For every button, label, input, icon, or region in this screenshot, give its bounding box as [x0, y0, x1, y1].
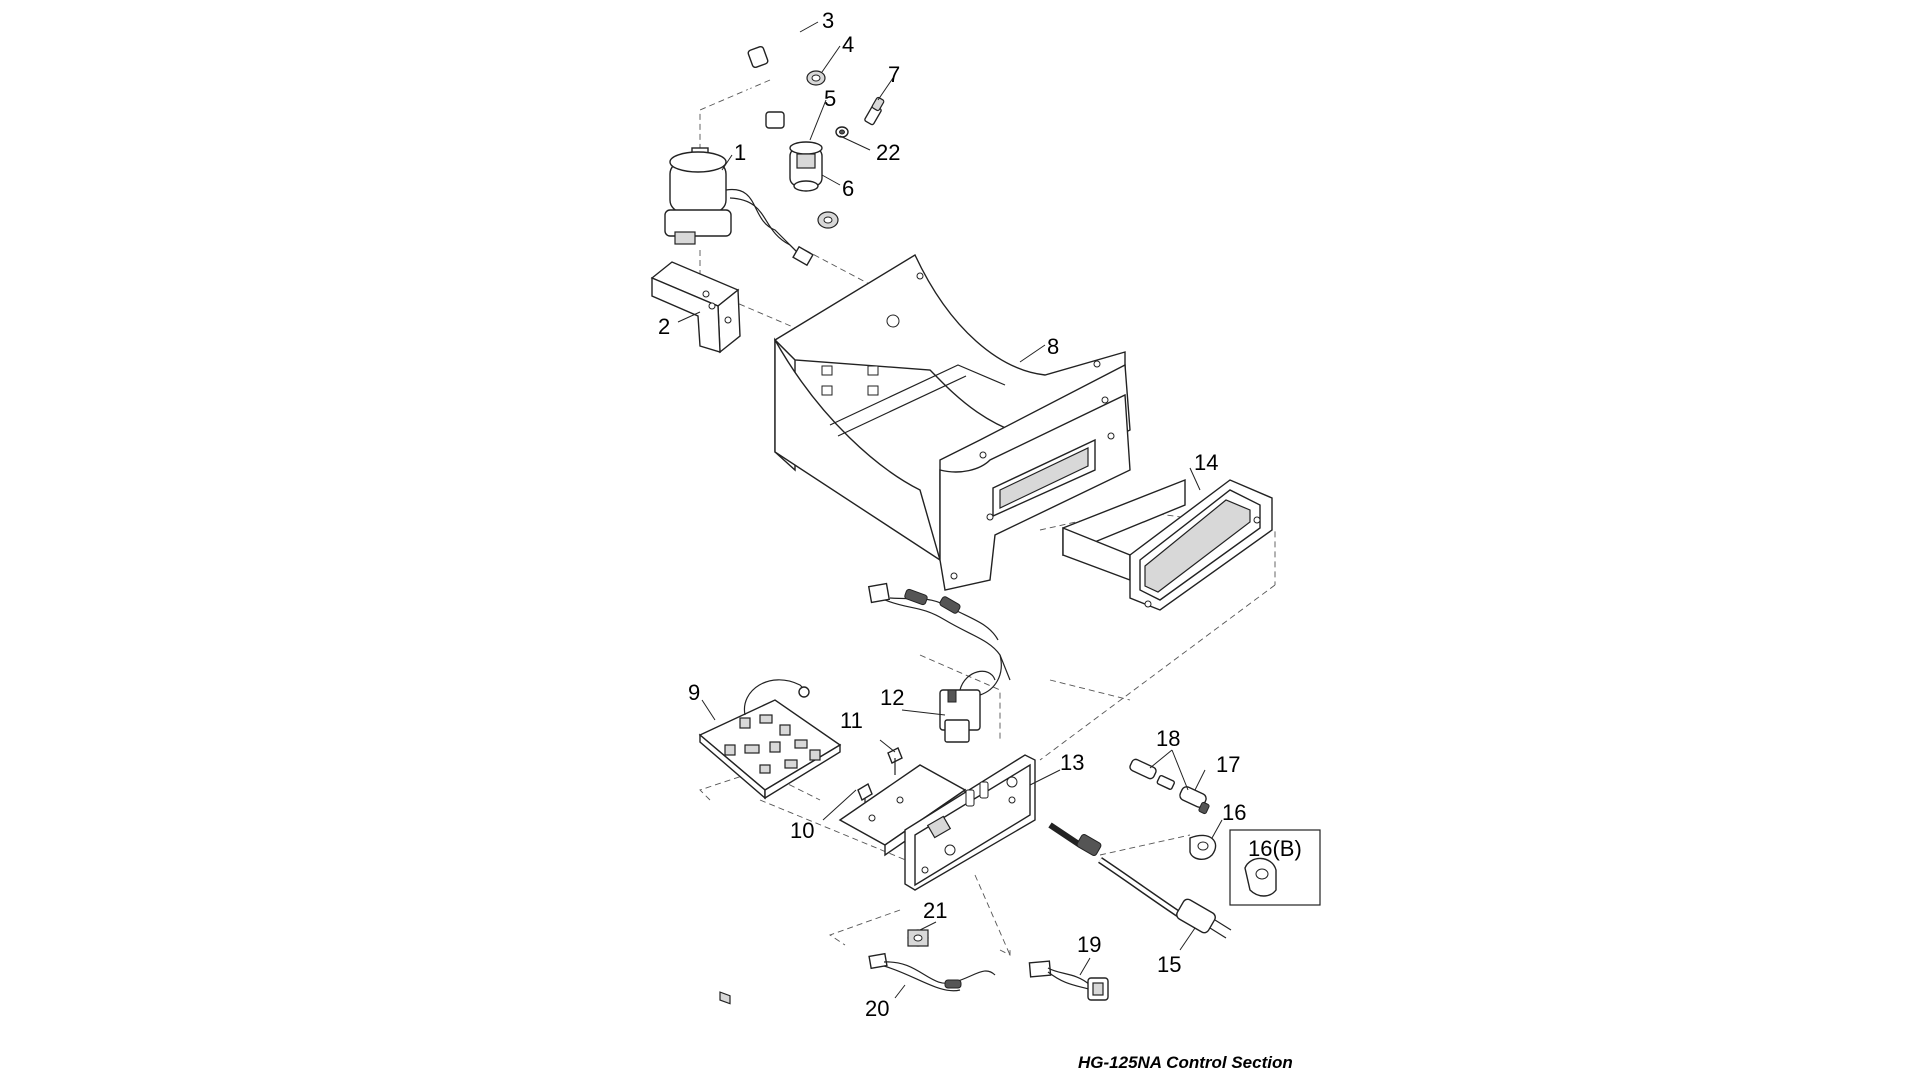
- callout-11: 11: [840, 708, 863, 733]
- callout-22: 22: [876, 140, 900, 165]
- part-12-relay: [939, 670, 996, 743]
- callout-13: 13: [1060, 750, 1084, 775]
- callout-4: 4: [842, 32, 854, 57]
- callout-1: 1: [734, 140, 746, 165]
- callout-12: 12: [880, 685, 904, 710]
- callout-20: 20: [865, 996, 889, 1021]
- callout-15: 15: [1157, 952, 1181, 977]
- part-1-solenoid-valve: [664, 147, 814, 267]
- part-7-fitting: [864, 96, 885, 126]
- callout-5: 5: [824, 86, 836, 111]
- callout-10: 10: [790, 818, 814, 843]
- callout-9: 9: [688, 680, 700, 705]
- callout-16b: 16(B): [1248, 836, 1302, 861]
- wire-harness: [867, 582, 1011, 696]
- callout-2: 2: [658, 314, 670, 339]
- part-22-washer: [835, 126, 849, 138]
- callout-6: 6: [842, 176, 854, 201]
- diagram-caption: HG-125NA Control Section: [1078, 1053, 1293, 1072]
- part-4-nut: [806, 70, 826, 86]
- part-16-strain-relief: [1189, 834, 1217, 860]
- callout-17: 17: [1216, 752, 1240, 777]
- callout-21: 21: [923, 898, 947, 923]
- callout-8: 8: [1047, 334, 1059, 359]
- part-16b-detail-box: [1229, 829, 1321, 906]
- part-5-6-strainer: [789, 141, 823, 192]
- part-13-mounting-plate: [838, 754, 1036, 891]
- callout-18: 18: [1156, 726, 1180, 751]
- callout-14: 14: [1194, 450, 1218, 475]
- part-nut-lower: [817, 211, 839, 229]
- callout-19: 19: [1077, 932, 1101, 957]
- part-14-cover: [1062, 478, 1273, 611]
- part-15-power-cord: [1048, 822, 1232, 939]
- part-3-tube: [742, 28, 807, 129]
- part-8-control-box: [773, 253, 1131, 591]
- callout-labels: 3 4 7 5 22 1 6 2 8 14 9 12 11 13 18 17 1…: [658, 8, 1302, 1021]
- part-9-control-board: [698, 679, 842, 1005]
- part-2-bracket: [650, 261, 741, 354]
- callout-7: 7: [888, 62, 900, 87]
- part-11-clip: [887, 747, 903, 775]
- callout-16: 16: [1222, 800, 1246, 825]
- part-17-18-fuse-holder: [1129, 758, 1210, 815]
- part-20-wire-lead: [868, 952, 996, 992]
- part-21-grommet: [907, 929, 929, 947]
- leader-lines: [677, 21, 1223, 999]
- callout-3: 3: [822, 8, 834, 33]
- part-19-connector-lead: [1028, 960, 1109, 1001]
